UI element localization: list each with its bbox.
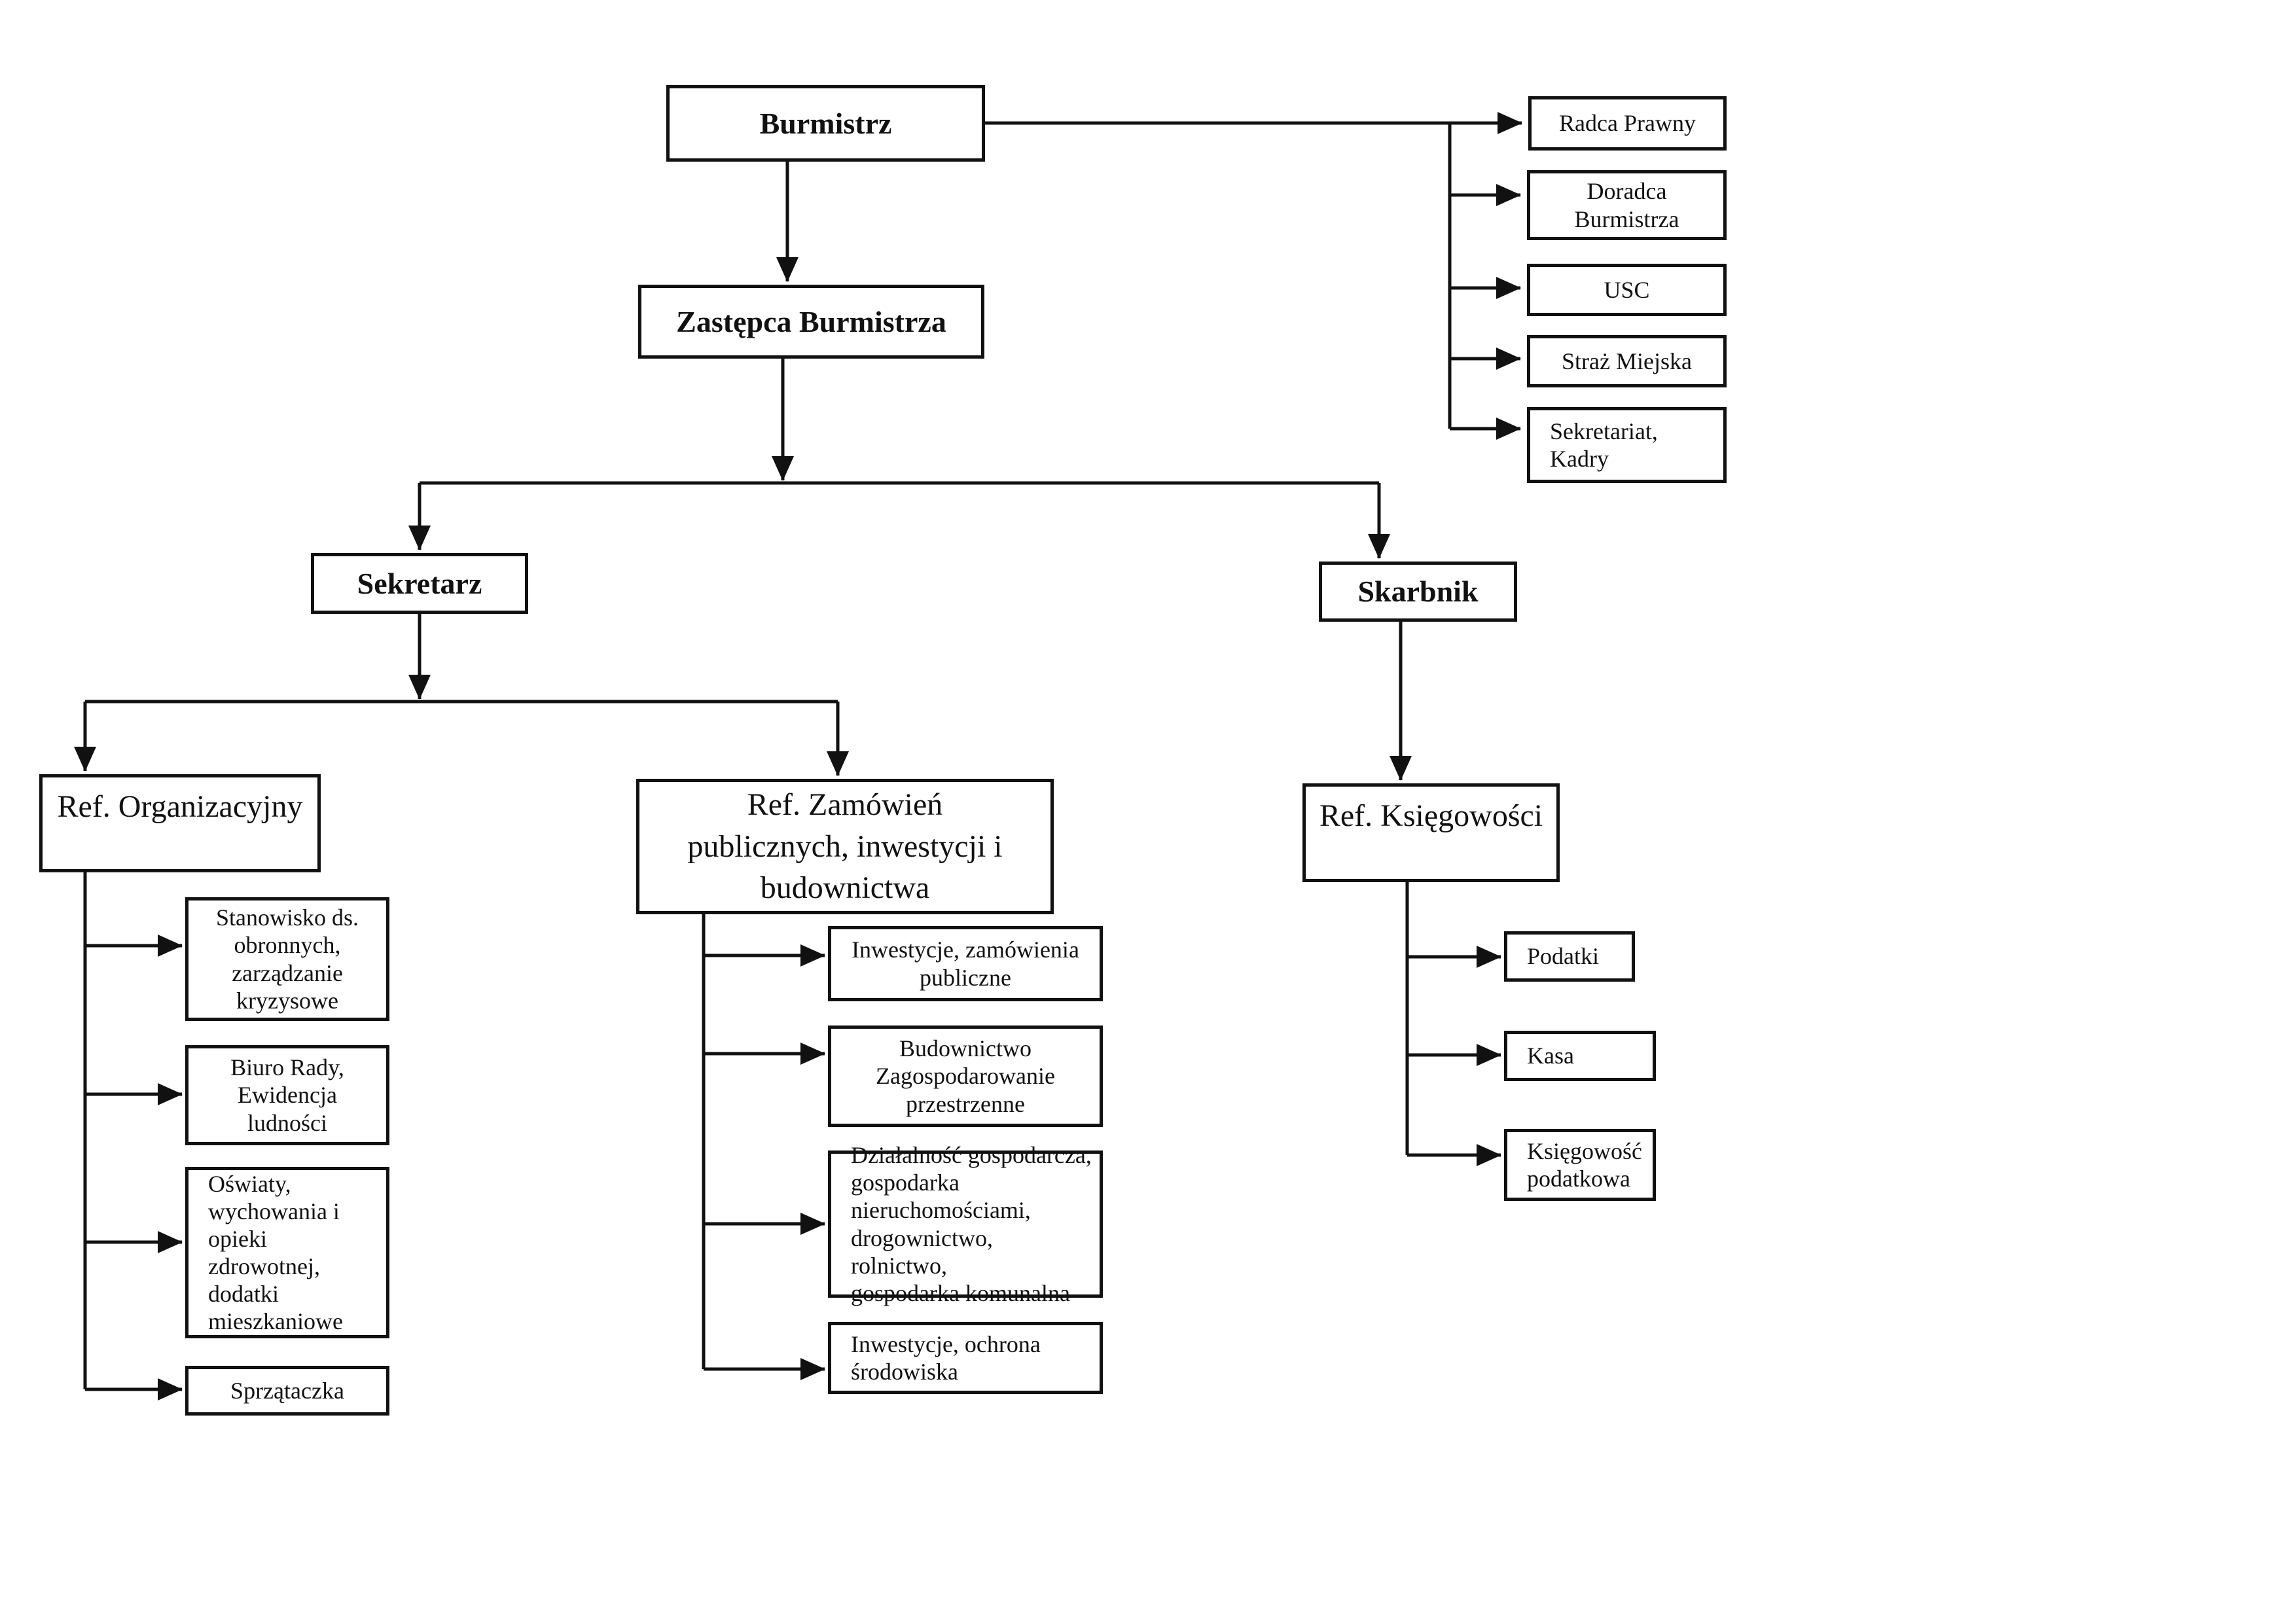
node-kasa: Kasa: [1504, 1031, 1656, 1081]
node-ksiegowosc-podatkowa: Księgowość podatkowa: [1504, 1129, 1656, 1201]
node-biuro-rady: Biuro Rady, Ewidencja ludności: [185, 1045, 389, 1145]
node-zastepca-burmistrza: Zastępca Burmistrza: [638, 285, 984, 359]
node-ref-organizacyjny: Ref. Organizacyjny: [39, 774, 321, 872]
node-podatki: Podatki: [1504, 931, 1635, 982]
node-doradca-burmistrza: Doradca Burmistrza: [1527, 170, 1727, 240]
node-sekretarz: Sekretarz: [311, 553, 528, 614]
node-stanowisko-ds-obronnych: Stanowisko ds. obronnych, zarządzanie kr…: [185, 897, 389, 1021]
node-sekretariat-kadry: Sekretariat, Kadry: [1527, 407, 1727, 483]
node-inwestycje-zamowienia: Inwestycje, zamówienia publiczne: [828, 926, 1103, 1001]
node-ref-zamowien: Ref. Zamówień publicznych, inwestycji i …: [636, 779, 1054, 914]
connector-group: [74, 112, 1522, 1400]
node-inwestycje-ochrona: Inwestycje, ochrona środowiska: [828, 1322, 1103, 1394]
node-ref-ksiegowosci: Ref. Księgowości: [1302, 783, 1560, 882]
node-usc: USC: [1527, 264, 1727, 316]
node-burmistrz: Burmistrz: [666, 85, 985, 162]
node-budownictwo: Budownictwo Zagospodarowanie przestrzenn…: [828, 1026, 1103, 1127]
node-dzialalnosc-gospodarcza: Działalność gospodarcza, gospodarka nier…: [828, 1142, 1103, 1306]
node-straz-miejska: Straż Miejska: [1527, 335, 1727, 387]
node-skarbnik: Skarbnik: [1319, 562, 1517, 622]
node-sprzataczka: Sprzątaczka: [185, 1366, 389, 1416]
node-oswiaty: Oświaty, wychowania i opieki zdrowotnej,…: [185, 1167, 389, 1338]
node-radca-prawny: Radca Prawny: [1528, 96, 1727, 151]
